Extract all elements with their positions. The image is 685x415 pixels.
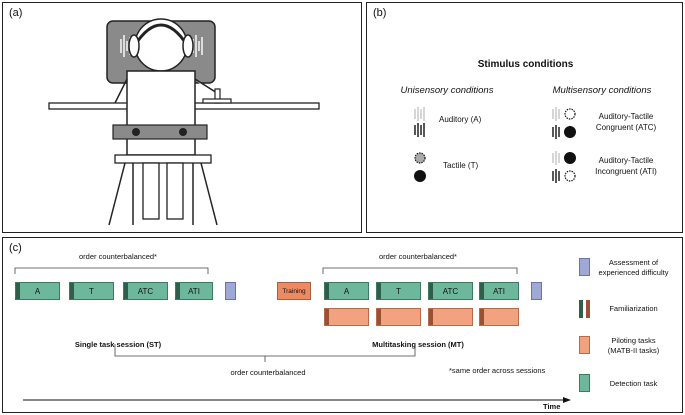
legend-detection-label: Detection task <box>609 379 658 388</box>
ati-label-line1: Auditory-Tactile <box>598 156 654 165</box>
panel-c: (c) order counterbalanced* order counter… <box>2 237 683 413</box>
tactile-label: Tactile (T) <box>443 161 479 170</box>
sessions-order-label: order counterbalanced <box>230 368 306 377</box>
panel-c-label: (c) <box>9 242 22 254</box>
ati-label-line2: Incongruent (ATI) <box>595 167 657 176</box>
chair-seat <box>114 154 212 164</box>
atc-label: Auditory-Tactile Congruent (ATC) <box>581 111 671 133</box>
st-block-t: T <box>69 282 114 300</box>
time-label: Time <box>543 402 561 411</box>
mt-piloting-block <box>324 308 369 326</box>
legend-piloting-line2: (MATB-II tasks) <box>607 346 660 355</box>
auditory-label: Auditory (A) <box>439 115 482 124</box>
st-order-bracket <box>14 267 209 274</box>
legend-familiarization-label: Familiarization <box>609 304 658 313</box>
sessions-order-bracket <box>114 344 416 362</box>
legend-assessment-label: Assessment of experienced difficulty <box>586 258 681 278</box>
legend-assessment-line2: experienced difficulty <box>598 268 669 277</box>
st-session-label: Single task session (ST) <box>74 340 162 349</box>
legend-detection-swatch <box>579 374 590 392</box>
st-assessment-block <box>225 282 236 300</box>
multisensory-header: Multisensory conditions <box>552 85 652 96</box>
tactile-burst-icon <box>414 152 426 164</box>
mt-block-a: A <box>324 282 369 300</box>
legend-piloting-swatch <box>579 336 590 354</box>
leg <box>142 162 160 220</box>
legend-assessment-swatch <box>579 258 590 276</box>
panel-a-label: (a) <box>9 7 23 19</box>
ati-label: Auditory-Tactile Incongruent (ATI) <box>581 155 671 177</box>
left-arm <box>114 78 128 104</box>
mt-assessment-block <box>531 282 542 300</box>
tactor-right-icon <box>179 128 187 136</box>
panel-b: (b) Stimulus conditions Unisensory condi… <box>366 2 683 233</box>
torso <box>126 70 196 156</box>
atc-label-line1: Auditory-Tactile <box>598 112 654 121</box>
legend-familiarization-swatch <box>579 300 583 318</box>
vibration-belt <box>112 124 208 140</box>
legend-piloting-label: Piloting tasks (MATB-II tasks) <box>586 336 681 356</box>
atc-label-line2: Congruent (ATC) <box>595 123 657 132</box>
auditory-sound-icon <box>414 107 425 121</box>
tactor-left-icon <box>132 128 140 136</box>
st-block-ati: ATI <box>175 282 213 300</box>
mt-block-ati: ATI <box>479 282 519 300</box>
legend-piloting-line1: Piloting tasks <box>611 336 656 345</box>
stimulus-title: Stimulus conditions <box>477 59 574 70</box>
head <box>134 18 188 72</box>
mt-order-label: order counterbalanced* <box>379 252 457 261</box>
mt-session-label: Multitasking session (MT) <box>372 340 464 349</box>
legend-assessment-line1: Assessment of <box>608 258 659 267</box>
ati-sound-icon <box>552 151 560 165</box>
mt-piloting-block <box>479 308 519 326</box>
time-arrow-icon <box>563 397 571 403</box>
mt-block-t: T <box>376 282 421 300</box>
st-block-atc: ATC <box>123 282 168 300</box>
participant-illustration <box>48 18 320 226</box>
mt-piloting-block <box>428 308 473 326</box>
same-order-note: *same order across sessions <box>449 366 546 375</box>
mt-piloting-block <box>376 308 421 326</box>
mt-block-atc: ATC <box>428 282 473 300</box>
unisensory-header: Unisensory conditions <box>400 85 494 96</box>
chair-leg <box>108 162 126 226</box>
mt-order-bracket <box>322 267 518 274</box>
panel-b-label: (b) <box>373 7 387 19</box>
stimulus-icons <box>414 107 576 183</box>
legend-familiarization-swatch-2 <box>586 300 590 318</box>
st-order-label: order counterbalanced* <box>79 252 157 261</box>
training-block: Training <box>277 282 311 300</box>
panel-a: (a) <box>2 2 362 233</box>
headphones-icon <box>133 23 189 46</box>
atc-sound-icon <box>552 107 560 121</box>
st-block-a: A <box>15 282 60 300</box>
timeline-braces <box>14 267 571 403</box>
